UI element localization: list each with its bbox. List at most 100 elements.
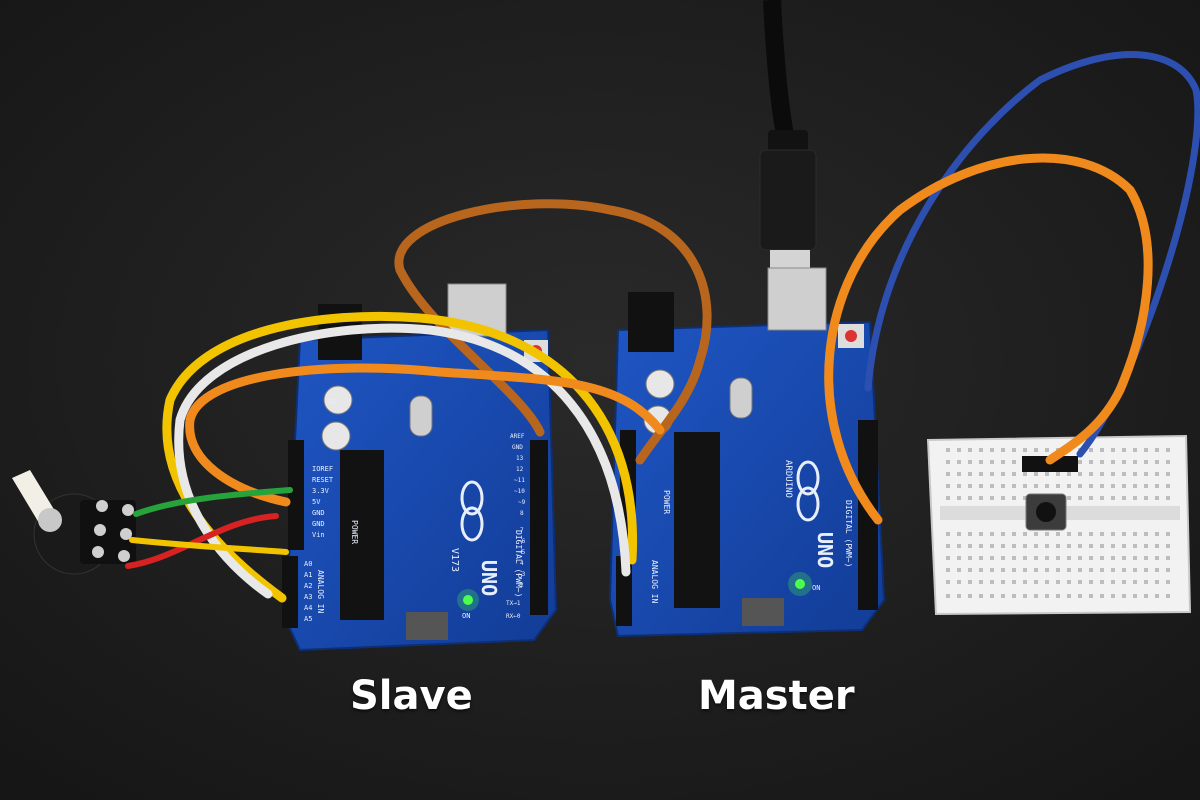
breadboard-hole (990, 460, 994, 464)
usb-cable (759, 0, 817, 270)
master-capacitor (645, 369, 675, 399)
breadboard-hole (979, 460, 983, 464)
breadboard-hole (1100, 556, 1104, 560)
breadboard-hole (1067, 556, 1071, 560)
breadboard-hole (1012, 568, 1016, 572)
breadboard-hole (946, 496, 950, 500)
breadboard-hole (1166, 448, 1170, 452)
breadboard-hole (1012, 472, 1016, 476)
breadboard-hole (1034, 580, 1038, 584)
slave-pin-5v: 5V (312, 498, 321, 506)
breadboard-hole (968, 532, 972, 536)
breadboard-hole (1100, 568, 1104, 572)
breadboard-hole (1144, 594, 1148, 598)
yellow-wire-pot (129, 537, 289, 555)
breadboard-hole (1078, 544, 1082, 548)
slave-pin-reset: RESET (312, 476, 334, 484)
breadboard-hole (1133, 568, 1137, 572)
slave-analog-label: ANALOG IN (316, 570, 325, 614)
breadboard-hole (1078, 594, 1082, 598)
breadboard-hole (1133, 496, 1137, 500)
breadboard-hole (1155, 460, 1159, 464)
breadboard-hole (1144, 532, 1148, 536)
breadboard-hole (990, 484, 994, 488)
breadboard-hole (1100, 460, 1104, 464)
breadboard-hole (1089, 594, 1093, 598)
breadboard-hole (1166, 460, 1170, 464)
breadboard-hole (1166, 472, 1170, 476)
breadboard-hole (979, 496, 983, 500)
breadboard-hole (1166, 568, 1170, 572)
breadboard-hole (1100, 472, 1104, 476)
breadboard-hole (957, 594, 961, 598)
breadboard-hole (1089, 496, 1093, 500)
breadboard-hole (957, 472, 961, 476)
breadboard-hole (990, 448, 994, 452)
breadboard-hole (1100, 496, 1104, 500)
breadboard-hole (957, 460, 961, 464)
breadboard-hole (1023, 448, 1027, 452)
breadboard-hole (990, 580, 994, 584)
slave-pin-8: 8 (520, 510, 524, 517)
breadboard-hole (1144, 580, 1148, 584)
slave-digital-label: DIGITAL (PWM~) (514, 530, 523, 597)
breadboard-hole (1078, 484, 1082, 488)
breadboard-hole (1155, 496, 1159, 500)
breadboard-hole (1111, 460, 1115, 464)
breadboard-hole (1067, 472, 1071, 476)
white-wire (174, 323, 631, 599)
breadboard-hole (1100, 594, 1104, 598)
breadboard-hole (1078, 568, 1082, 572)
slave-pin-9: ~9 (518, 499, 526, 506)
master-on-label: ON (812, 584, 820, 592)
breadboard-hole (1034, 472, 1038, 476)
slave-crystal (409, 395, 433, 437)
breadboard-hole (946, 568, 950, 572)
slave-pin-a1: A1 (304, 571, 312, 579)
slave-capacitor (323, 385, 353, 415)
breadboard-hole (1089, 460, 1093, 464)
breadboard-hole (1122, 568, 1126, 572)
slave-pin-ioref: IOREF (312, 465, 333, 473)
slave-pin-gnd2: GND (312, 520, 325, 528)
breadboard-hole (1056, 568, 1060, 572)
breadboard-hole (1023, 496, 1027, 500)
breadboard-hole (1012, 544, 1016, 548)
breadboard-hole (946, 460, 950, 464)
breadboard-hole (1034, 532, 1038, 536)
breadboard-hole (1111, 448, 1115, 452)
breadboard-hole (1001, 472, 1005, 476)
breadboard-hole (1100, 580, 1104, 584)
breadboard-hole (957, 496, 961, 500)
slave-pin-10: ~10 (514, 488, 525, 495)
breadboard-hole (979, 580, 983, 584)
breadboard-hole (1023, 580, 1027, 584)
breadboard-hole (1100, 484, 1104, 488)
breadboard-hole (1023, 532, 1027, 536)
breadboard-hole (1166, 544, 1170, 548)
breadboard-hole (946, 544, 950, 548)
breadboard-hole (1056, 544, 1060, 548)
slave-capacitor (321, 421, 351, 451)
breadboard-hole (990, 496, 994, 500)
breadboard-hole (1144, 556, 1148, 560)
breadboard-hole (1100, 448, 1104, 452)
slave-power-header (288, 440, 304, 550)
slave-icsp-header (406, 612, 448, 640)
breadboard-hole (946, 580, 950, 584)
slave-pin-a2: A2 (304, 582, 312, 590)
breadboard-hole (1078, 472, 1082, 476)
breadboard-hole (1089, 472, 1093, 476)
breadboard-hole (1133, 580, 1137, 584)
breadboard-hole (1144, 484, 1148, 488)
breadboard-hole (1144, 448, 1148, 452)
breadboard-hole (990, 594, 994, 598)
breadboard-hole (946, 472, 950, 476)
breadboard-hole (1122, 544, 1126, 548)
master-crystal (729, 377, 753, 419)
breadboard-hole (1001, 448, 1005, 452)
slave-atmega-chip (340, 450, 384, 620)
breadboard-hole (1144, 460, 1148, 464)
